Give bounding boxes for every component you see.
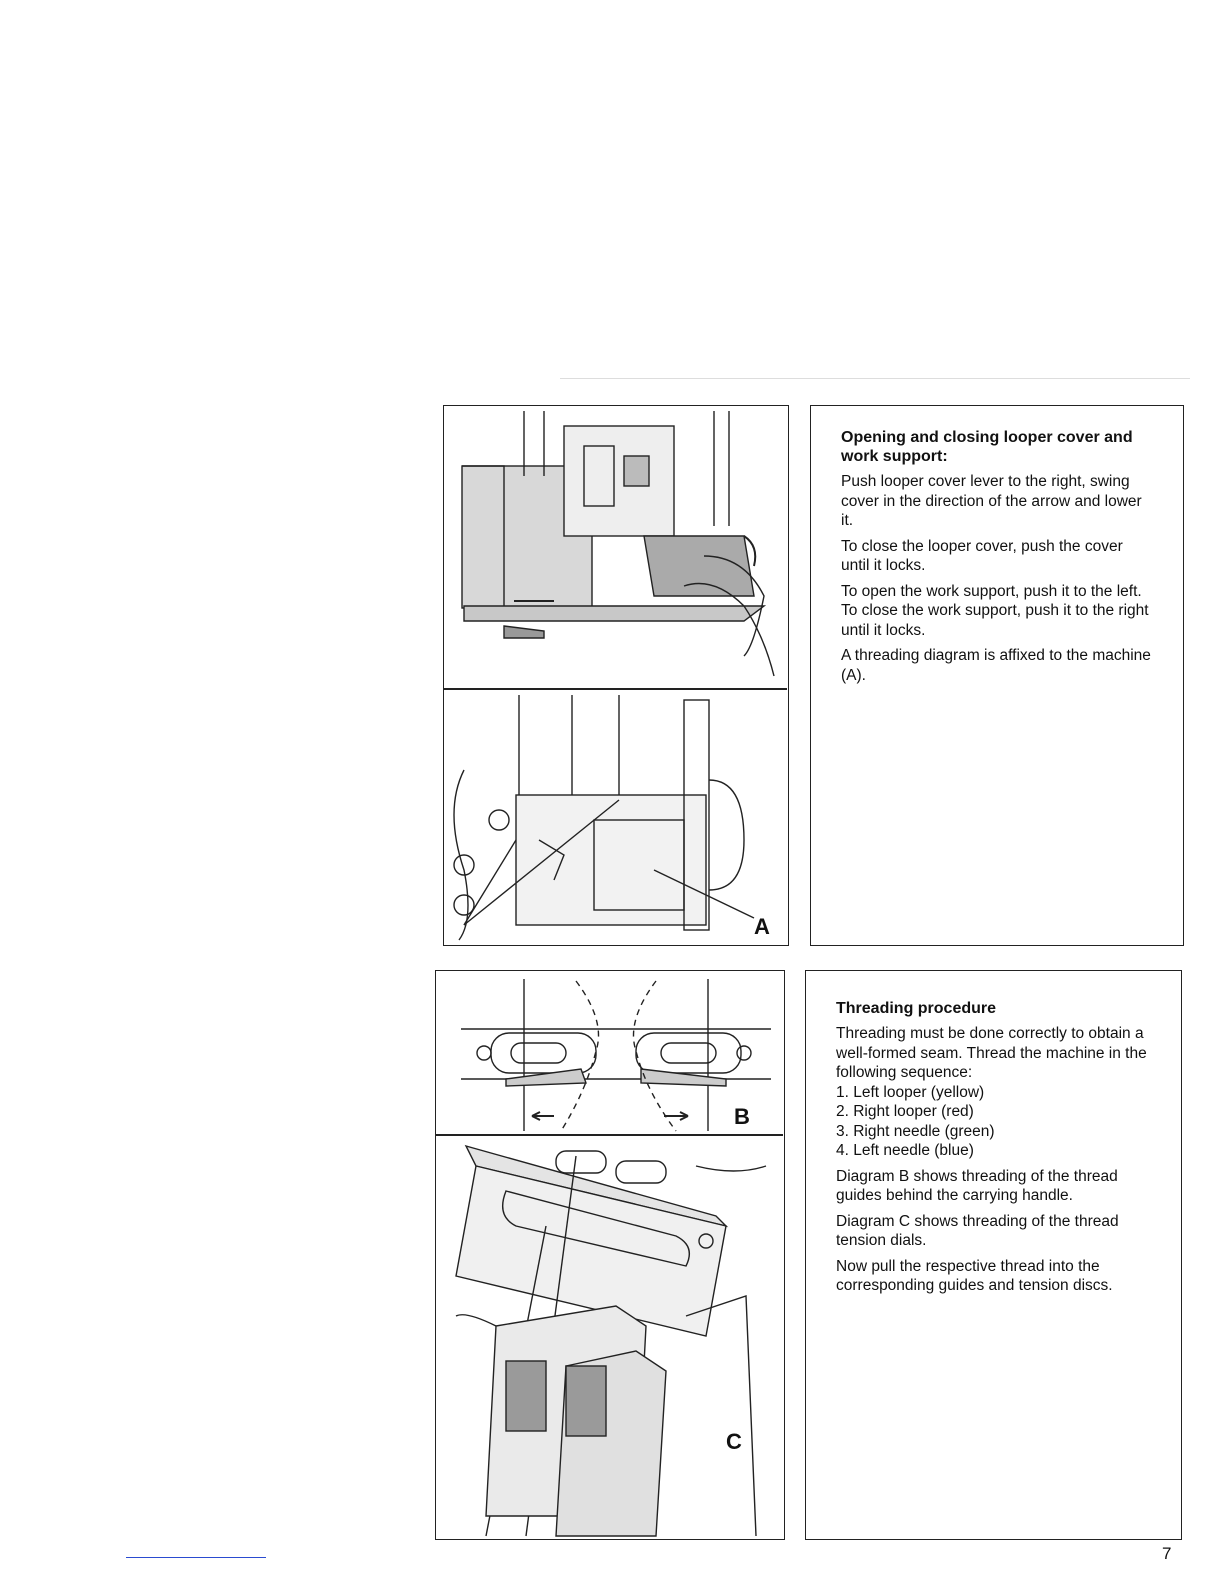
page-number: 7 (1162, 1544, 1172, 1563)
text-panel-threading-procedure: Threading procedure Threading must be do… (805, 970, 1182, 1540)
figure-label-c: C (726, 1429, 742, 1454)
section-heading-looper-cover: Opening and closing looper cover and wor… (841, 429, 1133, 465)
paragraph: Diagram B shows threading of the thread … (836, 1167, 1118, 1205)
list-item: 4. Left needle (blue) (836, 1142, 974, 1159)
figure-label-a: A (754, 914, 770, 939)
paragraph: To close the looper cover, push the cove… (841, 537, 1123, 575)
illustration-panel-bottom: B C (435, 970, 785, 1540)
paragraph: A threading diagram is affixed to the ma… (841, 647, 1151, 684)
faint-top-rule (560, 378, 1190, 379)
tension-dials-diagram-c-illustration: C (455, 1144, 767, 1537)
panel-divider (444, 688, 787, 690)
threading-diagram-a-illustration: A (453, 695, 770, 941)
illustration-panel-top: A (443, 405, 789, 946)
list-item: 2. Right looper (red) (836, 1103, 974, 1120)
paragraph: Threading must be done correctly to obta… (836, 1025, 1147, 1081)
thread-guides-diagram-b-illustration: B (461, 979, 771, 1132)
paragraph: To open the work support, push it to the… (841, 582, 1149, 639)
figure-label-b: B (734, 1104, 750, 1129)
section-heading-threading: Threading procedure (836, 1000, 997, 1017)
panel-divider (436, 1134, 783, 1136)
paragraph: Now pull the respective thread into the … (836, 1257, 1113, 1295)
paragraph: Push looper cover lever to the right, sw… (841, 473, 1142, 529)
paragraph: Diagram C shows threading of the thread … (836, 1212, 1119, 1250)
threading-sequence-list: 1. Left looper (yellow) 2. Right looper … (836, 1083, 1153, 1161)
text-panel-looper-cover: Opening and closing looper cover and wor… (810, 405, 1184, 946)
margin-rule (126, 1557, 266, 1558)
list-item: 3. Right needle (green) (836, 1122, 995, 1140)
looper-cover-illustration (461, 411, 775, 677)
list-item: 1. Left looper (yellow) (836, 1083, 985, 1101)
